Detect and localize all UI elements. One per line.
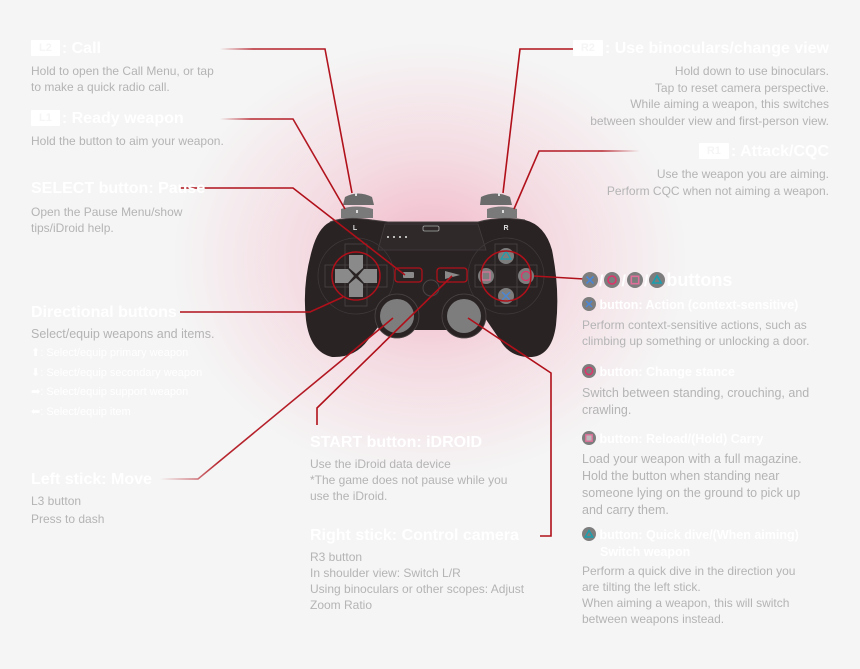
dpad-item-up: ⬆: Select/equip primary weapon: [31, 347, 189, 359]
right-side-label: R: [503, 225, 508, 232]
left-stick-title: Left stick: Move: [31, 471, 152, 488]
select-section: SELECT button: Pause Open the Pause Menu…: [31, 179, 205, 236]
square-title: button: Reload/(Hold) Carry: [582, 429, 832, 449]
r2-trigger: [480, 193, 512, 205]
square-icon: [582, 431, 596, 445]
triangle-icon: [582, 527, 596, 541]
r1-description: Use the weapon you are aiming.Perform CQ…: [606, 167, 829, 198]
dpad-section: Directional buttons Select/equip weapons…: [31, 303, 214, 422]
triangle-icon: [649, 272, 666, 288]
l1-callout-line: [220, 118, 346, 210]
r1-badge: R1: [698, 143, 729, 159]
start-section: START button: iDROID Use the iDroid data…: [310, 433, 507, 504]
dpad-item-down: ⬇: Select/equip secondary weapon: [31, 366, 203, 379]
dpad-title: Directional buttons: [31, 304, 177, 321]
left-side-label: L: [353, 225, 358, 232]
dpad-highlight-ring: [331, 251, 381, 301]
l1-description: Hold the button to aim your weapon.: [31, 134, 224, 148]
cross-section: button: Action (context-sensitive) Perfo…: [582, 295, 832, 349]
square-description: Load your weapon with a full magazine.Ho…: [582, 452, 802, 517]
ps-button: [422, 279, 440, 297]
arrow-up-icon: ⬆: [31, 347, 41, 359]
start-button: [436, 267, 468, 283]
face-buttons-highlight-ring: [480, 250, 532, 302]
l1-section: L1: Ready weapon Hold the button to aim …: [31, 109, 224, 149]
circle-icon: [604, 272, 621, 288]
dpad-description: Select/equip weapons and items.: [31, 327, 215, 341]
left-stick: [374, 293, 420, 339]
r1-callout-line: [513, 150, 640, 210]
r2-section: R2: Use binoculars/change view Hold down…: [529, 39, 829, 129]
cross-title: button: Action (context-sensitive): [582, 295, 832, 315]
r2-title: R2: Use binoculars/change view: [529, 39, 829, 59]
l1-badge: L1: [31, 110, 60, 126]
arrow-right-icon: ➡: [31, 386, 41, 398]
left-stick-callout-line: [160, 317, 394, 480]
right-stick: [441, 293, 487, 339]
r1-trigger: [487, 206, 517, 218]
select-title: SELECT button: Pause: [31, 180, 206, 197]
cross-description: Perform context-sensitive actions, such …: [582, 318, 810, 348]
right-stick-title: Right stick: Control camera: [310, 527, 519, 544]
l1-trigger: [341, 206, 373, 218]
dpad-item-right: ➡: Select/equip support weapon: [31, 386, 189, 398]
square-icon: [626, 272, 643, 288]
circle-icon: [582, 364, 596, 378]
face-buttons-section: ///buttons: [582, 270, 732, 292]
start-description: Use the iDroid data device*The game does…: [310, 457, 508, 503]
select-callout-line: [180, 187, 406, 276]
r2-badge: R2: [572, 40, 603, 56]
dpad: [324, 243, 388, 307]
circle-section: button: Change stance Switch between sta…: [582, 362, 832, 419]
arrow-left-icon: ⬅: [31, 405, 41, 418]
cross-icon: [582, 297, 596, 311]
face-buttons-title: ///buttons: [582, 270, 732, 292]
controller: L R: [304, 193, 558, 358]
r2-description: Hold down to use binoculars.Tap to reset…: [590, 64, 829, 128]
dpad-item-left: ⬅: Select/equip item: [31, 405, 131, 418]
right-stick-callout-line: [467, 317, 552, 537]
l2-callout-line: [220, 48, 353, 194]
r1-section: R1: Attack/CQC Use the weapon you are ai…: [529, 142, 829, 199]
l1-title: L1: Ready weapon: [31, 109, 224, 129]
triangle-title: button: Quick dive/(When aiming)Switch w…: [582, 527, 832, 561]
dpad-callout-line: [180, 296, 344, 313]
face-buttons-callout-line: [533, 275, 585, 280]
l2-title: L2: Call: [31, 39, 214, 59]
start-title: START button: iDROID: [310, 434, 483, 451]
arrow-down-icon: ⬇: [31, 366, 41, 379]
l2-section: L2: Call Hold to open the Call Menu, or …: [31, 39, 214, 95]
triangle-description: Perform a quick dive in the direction yo…: [582, 564, 796, 626]
triangle-section: button: Quick dive/(When aiming)Switch w…: [582, 527, 832, 627]
r1-title: R1: Attack/CQC: [529, 142, 829, 162]
square-section: button: Reload/(Hold) Carry Load your we…: [582, 429, 832, 519]
cross-icon: [582, 272, 598, 288]
callout-lines: [160, 48, 640, 537]
l2-trigger: [343, 193, 374, 205]
circle-title: button: Change stance: [582, 362, 832, 382]
r2-callout-line: [502, 48, 598, 194]
start-callout-line: [316, 275, 453, 425]
dpad-list: ⬆: Select/equip primary weapon ⬇: Select…: [31, 344, 214, 422]
l2-badge: L2: [31, 40, 60, 56]
